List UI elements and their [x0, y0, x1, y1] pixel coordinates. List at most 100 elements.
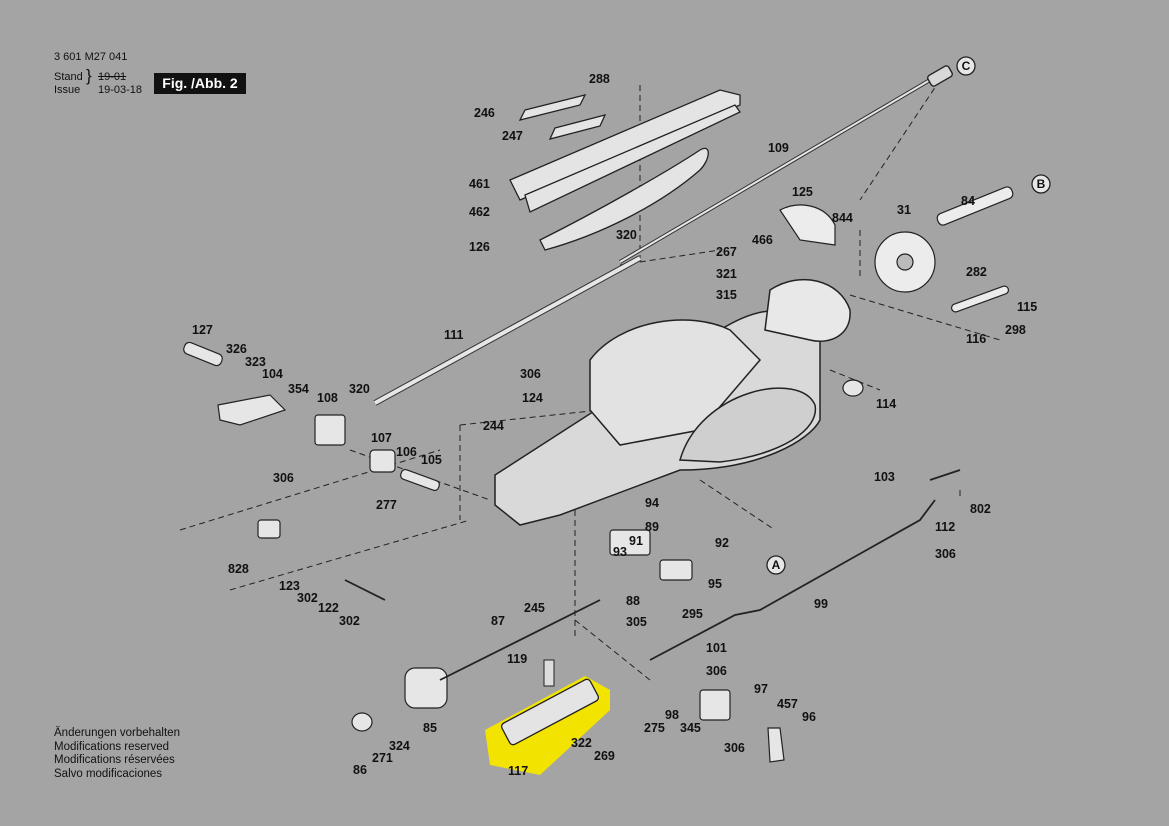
- part-label: 466: [752, 233, 773, 247]
- part-label: 282: [966, 265, 987, 279]
- part-label: 321: [716, 267, 737, 281]
- part-label: 302: [297, 591, 318, 605]
- part-label: 326: [226, 342, 247, 356]
- bevel-scale: [779, 186, 1014, 313]
- figure-label: Fig. /Abb. 2: [154, 73, 246, 94]
- part-label: 288: [589, 72, 610, 86]
- document-number: 3 601 M27 041: [54, 51, 128, 63]
- stand-label: Stand: [54, 71, 83, 83]
- part-label: 345: [680, 721, 701, 735]
- part-label: 108: [317, 391, 338, 405]
- part-label: 115: [1017, 300, 1037, 314]
- part-label: 31: [897, 203, 911, 217]
- part-label: 305: [626, 615, 647, 629]
- part-label: 125: [792, 185, 813, 199]
- part-label: 324: [389, 739, 410, 753]
- brace-glyph: }: [86, 66, 92, 85]
- part-label: 320: [349, 382, 370, 396]
- part-label: 114: [876, 397, 896, 411]
- part-label: 94: [645, 496, 659, 510]
- part-label: 315: [716, 288, 737, 302]
- part-label: 124: [522, 391, 543, 405]
- part-labels: 288 246 247 461 462 126 109 320 125 844 …: [192, 72, 1037, 778]
- part-label: 844: [832, 211, 853, 225]
- part-label: 95: [708, 577, 722, 591]
- part-label: 99: [814, 597, 828, 611]
- miter-table: [494, 278, 851, 526]
- side-assemblies: [183, 341, 864, 763]
- part-label: 298: [1005, 323, 1026, 337]
- part-label: 802: [970, 502, 991, 516]
- part-label: 105: [421, 453, 442, 467]
- guide-rails: [373, 65, 953, 406]
- part-label: 306: [706, 664, 727, 678]
- reference-label: C: [962, 59, 971, 73]
- part-label: 245: [524, 601, 545, 615]
- part-label: 306: [935, 547, 956, 561]
- part-label: 112: [935, 520, 955, 534]
- part-label: 96: [802, 710, 816, 724]
- note-line: Modifications réservées: [54, 754, 175, 766]
- part-label: 98: [665, 708, 679, 722]
- part-label: 295: [682, 607, 703, 621]
- part-label: 127: [192, 323, 213, 337]
- part-label: 302: [339, 614, 360, 628]
- modification-notes: Änderungen vorbehalten Modifications res…: [54, 727, 180, 781]
- part-label: 106: [396, 445, 417, 459]
- carriage-part: [500, 678, 600, 746]
- part-label: 126: [469, 240, 490, 254]
- part-label: 87: [491, 614, 505, 628]
- part-label: 111: [444, 328, 464, 342]
- part-label: 107: [371, 431, 392, 445]
- part-label: 354: [288, 382, 309, 396]
- part-label: 91: [629, 534, 643, 548]
- part-label: 122: [318, 601, 339, 615]
- part-label: 320: [616, 228, 637, 242]
- note-line: Modifications reserved: [54, 740, 170, 753]
- issue-date: 19-03-18: [98, 84, 143, 96]
- part-label: 89: [645, 520, 659, 534]
- note-line: Änderungen vorbehalten: [54, 727, 180, 739]
- part-label: 88: [626, 594, 640, 608]
- part-label: 461: [469, 177, 490, 191]
- part-label: 92: [715, 536, 729, 550]
- reference-label: B: [1037, 177, 1046, 191]
- part-label: 457: [777, 697, 798, 711]
- part-label: 104: [262, 367, 283, 381]
- highlighted-part-117: [485, 659, 610, 775]
- part-label: 828: [228, 562, 249, 576]
- part-label: 269: [594, 749, 615, 763]
- part-label: 123: [279, 579, 300, 593]
- part-label: 247: [502, 129, 523, 143]
- part-label: 84: [961, 194, 975, 208]
- reference-circles: A B C: [766, 56, 1051, 575]
- issue-label: Issue: [54, 84, 81, 96]
- rods-and-levers: [344, 469, 961, 681]
- part-label: 86: [353, 763, 367, 777]
- part-label: 103: [874, 470, 895, 484]
- part-label: 119: [507, 652, 527, 666]
- fence-plates: [509, 89, 741, 251]
- part-label: 275: [644, 721, 665, 735]
- part-label: 306: [520, 367, 541, 381]
- note-line: Salvo modificaciones: [54, 767, 163, 780]
- part-label: 322: [571, 736, 592, 750]
- part-label: 117: [508, 764, 528, 778]
- part-label: 306: [724, 741, 745, 755]
- part-label: 116: [966, 332, 986, 346]
- part-label: 271: [372, 751, 393, 765]
- part-label: 462: [469, 205, 490, 219]
- spring-119: [543, 659, 555, 687]
- part-label: 244: [483, 419, 504, 433]
- part-label: 277: [376, 498, 397, 512]
- part-label: 101: [706, 641, 727, 655]
- part-label: 85: [423, 721, 437, 735]
- part-label: 97: [754, 682, 768, 696]
- reference-label: A: [772, 558, 781, 572]
- part-label: 323: [245, 355, 266, 369]
- old-date: 19-01: [98, 71, 127, 83]
- part-label: 246: [474, 106, 495, 120]
- part-label: 306: [273, 471, 294, 485]
- part-label: 109: [768, 141, 789, 155]
